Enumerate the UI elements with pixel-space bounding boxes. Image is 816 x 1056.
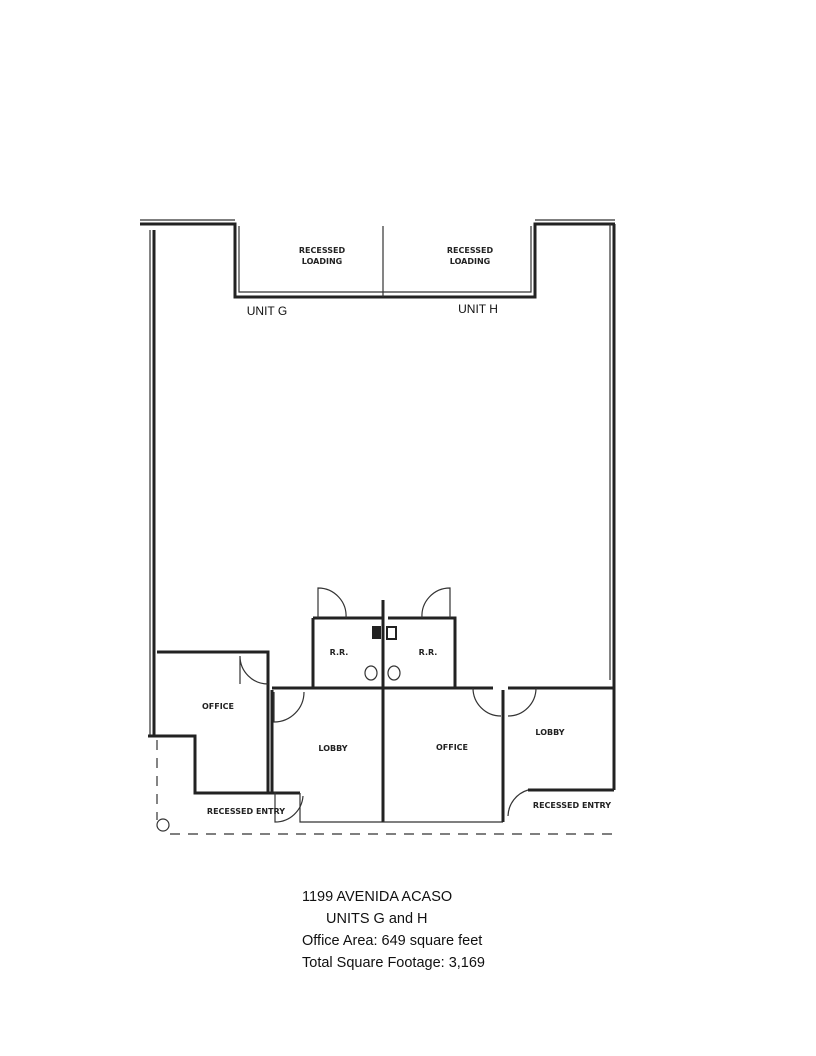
toilet-right (387, 665, 401, 681)
loading-right-label-1: RECESSED (447, 246, 494, 255)
door-restroom-right (421, 587, 451, 619)
office-left-walls (148, 650, 300, 795)
restroom-left-label: R.R. (330, 648, 349, 657)
office-center-walls (383, 686, 505, 823)
sink-left (372, 626, 381, 639)
address: 1199 AVENIDA ACASO (302, 889, 453, 905)
door-restroom-left (317, 587, 347, 619)
units: UNITS G and H (326, 911, 428, 927)
unit-g-label: UNIT G (247, 304, 287, 318)
entry-right-label: RECESSED ENTRY (533, 801, 611, 810)
door-entry-right (507, 789, 529, 817)
door-office-center (472, 687, 502, 717)
door-lobby-left (273, 691, 305, 723)
office-center-label: OFFICE (436, 743, 468, 752)
lobby-right-walls (507, 686, 614, 817)
sink-right (386, 626, 397, 640)
lobby-left-label: LOBBY (318, 744, 347, 753)
toilet-left (364, 665, 378, 681)
office-area: Office Area: 649 square feet (302, 933, 483, 949)
entry-left-label: RECESSED ENTRY (207, 807, 285, 816)
total-square-footage: Total Square Footage: 3,169 (302, 955, 485, 971)
unit-h-label: UNIT H (458, 302, 498, 316)
loading-right-label-2: LOADING (450, 257, 490, 266)
outer-walls (140, 219, 616, 790)
lobby-left-walls (270, 686, 383, 823)
loading-left-label-2: LOADING (302, 257, 342, 266)
column-marker (156, 818, 170, 832)
restroom-right-label: R.R. (419, 648, 438, 657)
door-lobby-right (507, 687, 537, 717)
loading-left-label-1: RECESSED (299, 246, 346, 255)
door-entry-left (274, 792, 304, 823)
lobby-right-label: LOBBY (535, 728, 564, 737)
door-office-left (239, 655, 269, 685)
restroom-walls (311, 587, 457, 822)
office-left-label: OFFICE (202, 702, 234, 711)
property-caption: 1199 AVENIDA ACASO UNITS G and H Office … (302, 886, 485, 974)
